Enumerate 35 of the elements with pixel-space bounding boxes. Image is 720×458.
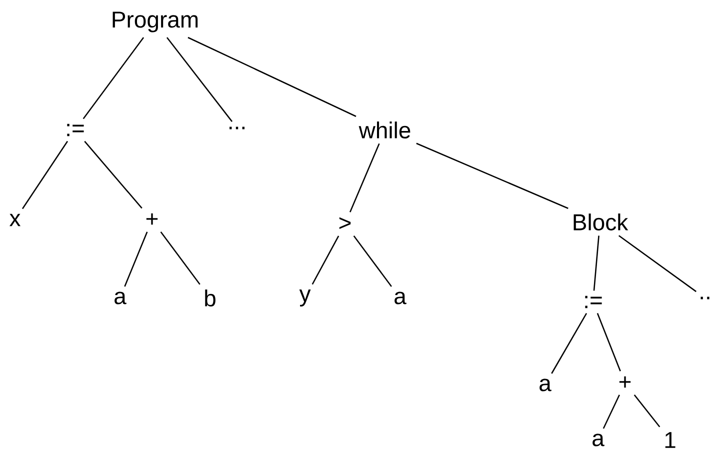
tree-node-label: Program <box>112 12 198 32</box>
tree-edge <box>188 36 356 117</box>
tree-node-label: .. <box>700 296 710 300</box>
tree-edge <box>353 236 392 287</box>
tree-node-label: + <box>619 376 631 388</box>
tree-edge <box>634 394 660 428</box>
tree-edge <box>593 236 600 291</box>
tree-edge <box>124 232 148 287</box>
tree-node-label: 1 <box>665 432 676 448</box>
tree-node-label: while <box>358 122 410 138</box>
tree-node-label: := <box>585 296 602 308</box>
tree-node-label: := <box>67 124 84 136</box>
tree-node-label: a <box>394 292 406 304</box>
tree-edge <box>551 312 588 374</box>
tree-node-label: Block <box>574 214 628 230</box>
tree-node-label: a <box>540 378 552 392</box>
tree-edge <box>596 313 621 372</box>
tree-node-label: b <box>205 290 216 306</box>
tree-node-label: x <box>10 214 20 226</box>
tree-edge <box>160 231 200 285</box>
tree-node-label: > <box>339 217 351 229</box>
tree-edge <box>22 140 68 210</box>
tree-node-label: ... <box>230 126 244 130</box>
tree-edge <box>618 235 696 292</box>
tree-edge <box>602 394 620 429</box>
tree-edge <box>312 236 340 285</box>
tree-node-label: + <box>146 213 158 225</box>
tree-node-label: y <box>299 290 311 306</box>
tree-edge <box>82 37 144 120</box>
tree-edge <box>84 140 142 209</box>
tree-edge <box>166 37 233 122</box>
tree-node-label: a <box>114 292 126 304</box>
tree-edge <box>349 143 380 212</box>
tree-edge <box>416 142 568 209</box>
tree-node-label: a <box>592 434 604 446</box>
